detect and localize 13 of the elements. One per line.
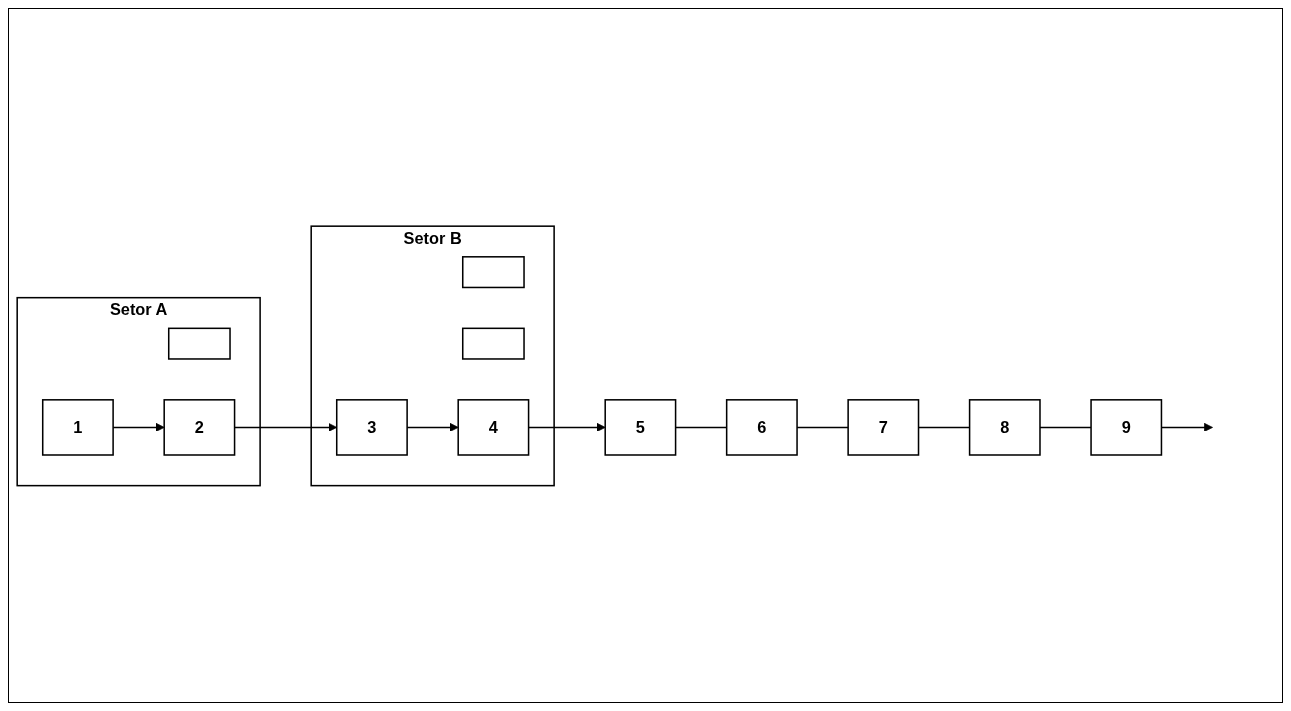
node-box: 4 bbox=[457, 398, 530, 456]
node-box: 2 bbox=[163, 398, 236, 456]
node-box bbox=[461, 255, 525, 288]
node-box: 1 bbox=[41, 398, 114, 456]
node-box: 7 bbox=[847, 398, 920, 456]
connector bbox=[1039, 426, 1092, 428]
node-box: 3 bbox=[335, 398, 408, 456]
node-box bbox=[167, 327, 231, 360]
node-box: 6 bbox=[725, 398, 798, 456]
node-box: 9 bbox=[1090, 398, 1163, 456]
node-box: 5 bbox=[604, 398, 677, 456]
node-box: 8 bbox=[968, 398, 1041, 456]
node-box bbox=[461, 327, 525, 360]
